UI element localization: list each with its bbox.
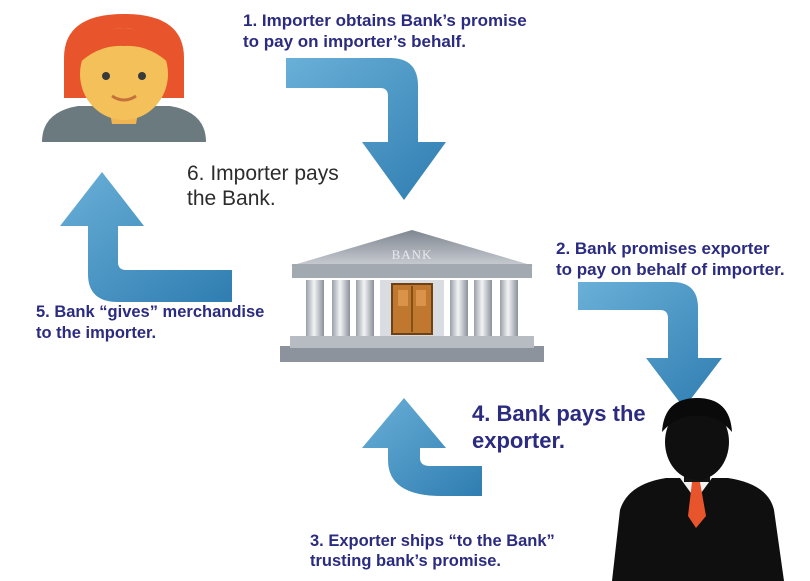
businessman-silhouette-icon [612, 398, 784, 581]
bank-building-icon: BANK [280, 230, 544, 362]
woman-avatar-icon [42, 14, 206, 142]
step1-label: 1. Importer obtains Bank’s promise to pa… [243, 11, 527, 51]
step4-label: 4. Bank pays the exporter. [472, 401, 646, 453]
step5-label: 5. Bank “gives” merchandise to the impor… [36, 303, 265, 342]
arrow-step5-icon [60, 172, 232, 302]
arrow-step2-icon [578, 282, 722, 408]
arrow-step1-icon [286, 58, 446, 200]
step6-label: 6. Importer pays the Bank. [187, 162, 339, 210]
arrow-step3-icon [362, 398, 482, 496]
step3-label: 3. Exporter ships “to the Bank” trusting… [310, 532, 555, 570]
step2-label: 2. Bank promises exporter to pay on beha… [556, 239, 785, 279]
bank-sign: BANK [392, 247, 433, 262]
